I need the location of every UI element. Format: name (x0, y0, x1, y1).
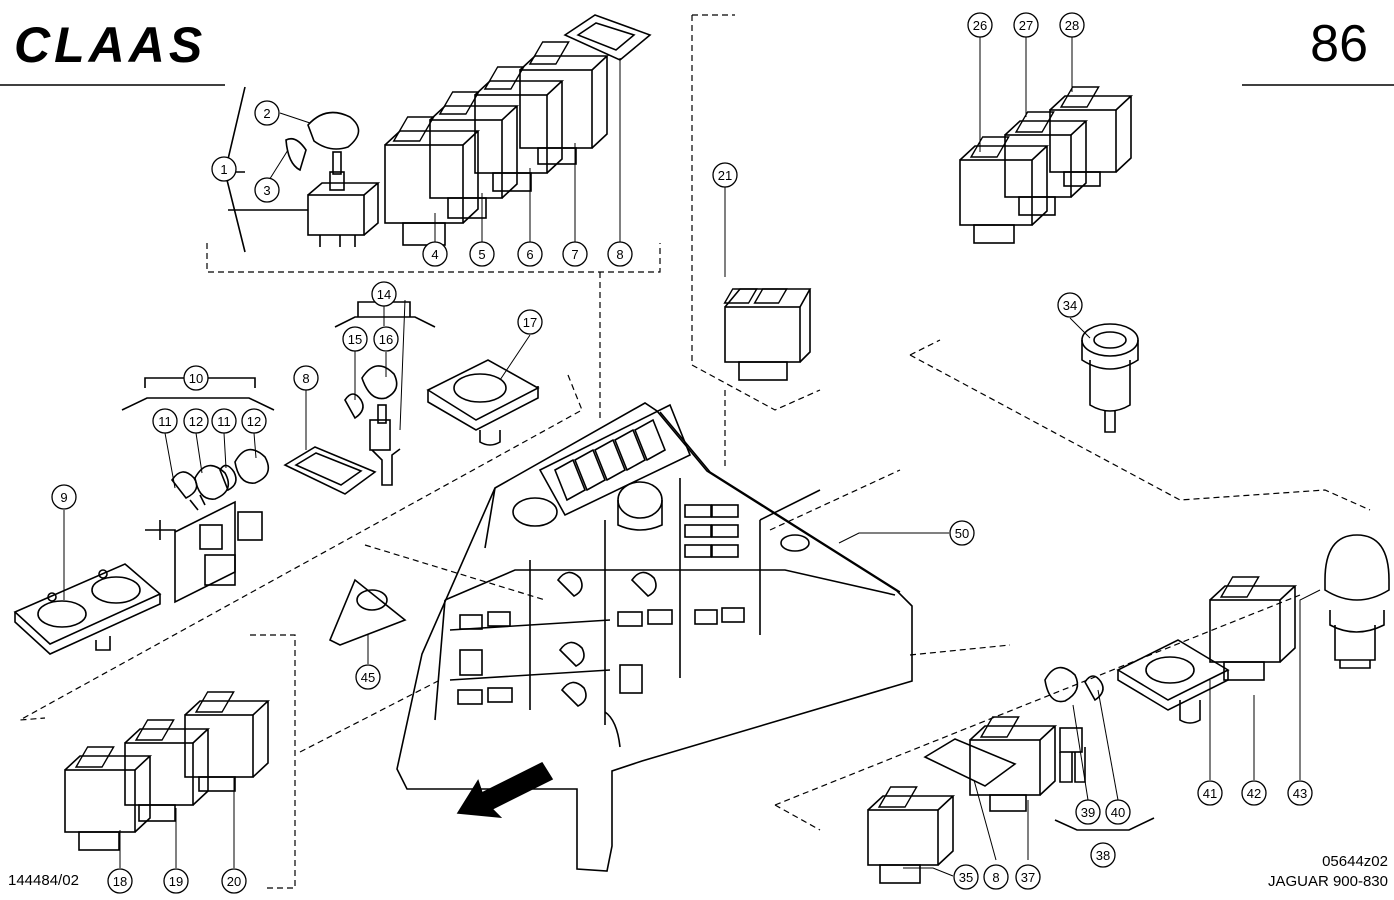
callout-12a: 12 (189, 414, 203, 429)
callout-43: 43 (1293, 786, 1307, 801)
callout-14: 14 (377, 287, 391, 302)
part-41-plate (1116, 639, 1230, 724)
callout-18: 18 (113, 874, 127, 889)
part-17-plate (426, 359, 540, 446)
callout-21: 21 (718, 168, 732, 183)
callout-41: 41 (1203, 786, 1217, 801)
part-21 (723, 288, 812, 381)
callout-50: 50 (955, 526, 969, 541)
callout-39: 39 (1081, 805, 1095, 820)
part-38-40 (1044, 666, 1155, 831)
callout-3: 3 (263, 183, 270, 198)
leader-lines (63, 37, 1321, 877)
callout-37: 37 (1021, 870, 1035, 885)
rocker-switch-35 (867, 786, 956, 884)
callout-2: 2 (263, 106, 270, 121)
callout-12b: 12 (247, 414, 261, 429)
callout-35: 35 (959, 870, 973, 885)
part-43-beacon (1324, 534, 1390, 669)
callout-15: 15 (348, 332, 362, 347)
part-group-1-3 (224, 86, 381, 253)
rocker-switch-row-18-20 (64, 691, 271, 851)
callout-40: 40 (1111, 805, 1125, 820)
callout-28: 28 (1065, 18, 1079, 33)
callout-8b: 8 (302, 371, 309, 386)
page-number: 86 (1310, 15, 1368, 73)
callout-17: 17 (523, 315, 537, 330)
callout-1: 1 (220, 162, 227, 177)
drawing-number: 144484/02 (8, 872, 79, 889)
model-name: JAGUAR 900-830 (1267, 873, 1388, 890)
callout-4: 4 (431, 247, 438, 262)
rocker-switch-row-4-8 (384, 14, 652, 246)
rocker-switch-row-26-28 (959, 86, 1134, 244)
callout-42: 42 (1247, 786, 1261, 801)
direction-arrow (456, 761, 554, 819)
part-45-bracket (328, 578, 407, 646)
callout-8c: 8 (992, 870, 999, 885)
brand-logo: CLAAS (14, 17, 207, 73)
callout-27: 27 (1019, 18, 1033, 33)
figure-code: 05644z02 (1322, 853, 1388, 870)
part-9-plate (13, 563, 162, 655)
callout-38: 38 (1096, 848, 1110, 863)
callout-8: 8 (616, 247, 623, 262)
part-14-16 (283, 301, 436, 495)
part-45-hole (356, 589, 388, 611)
callout-11b: 11 (217, 414, 231, 429)
group-boundaries (19, 14, 1371, 889)
callout-10: 10 (189, 371, 203, 386)
rocker-switch-42 (1209, 576, 1298, 681)
callout-34: 34 (1063, 298, 1077, 313)
part-34-socket (1081, 323, 1139, 433)
callout-11a: 11 (158, 414, 172, 429)
callout-7: 7 (571, 247, 578, 262)
callout-6: 6 (526, 247, 533, 262)
callout-16: 16 (379, 332, 393, 347)
control-console (396, 402, 913, 872)
callout-5: 5 (478, 247, 485, 262)
callout-19: 19 (169, 874, 183, 889)
rocker-switch-37 (969, 716, 1058, 812)
callout-20: 20 (227, 874, 241, 889)
callout-circles (51, 12, 1313, 894)
callout-26: 26 (973, 18, 987, 33)
callout-45: 45 (361, 670, 375, 685)
callout-9: 9 (60, 490, 67, 505)
part-8-seal (923, 738, 1017, 787)
